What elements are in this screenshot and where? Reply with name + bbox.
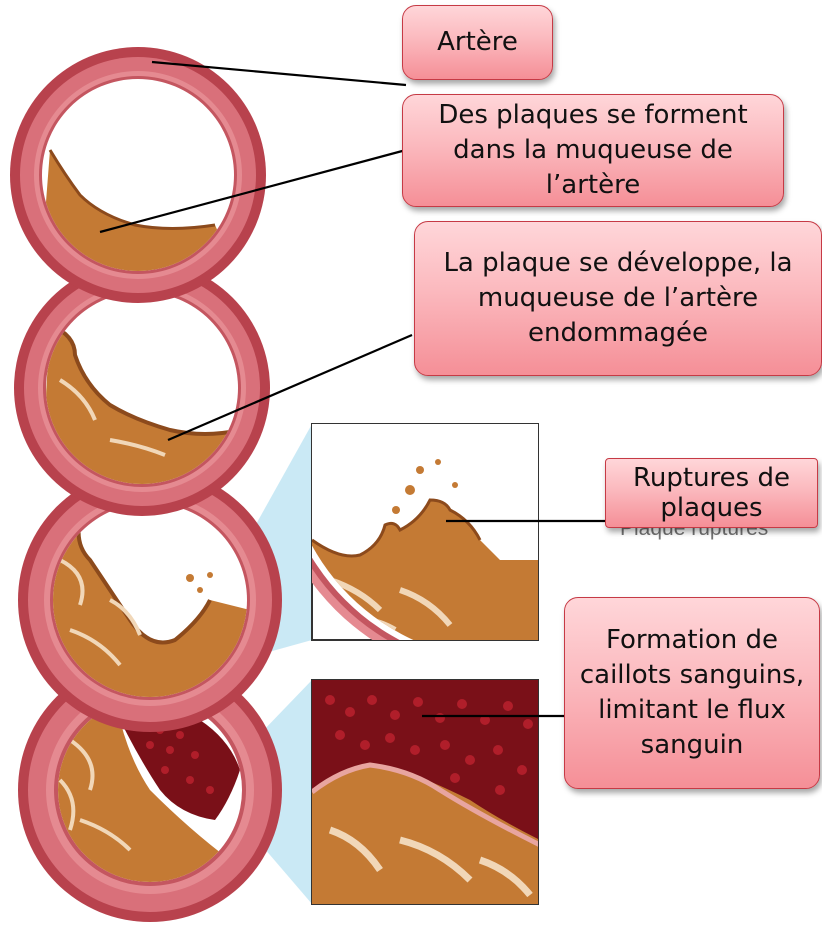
zoom-box-clot-formation <box>312 680 540 904</box>
callout-plaque-forms: Des plaques se forment dans la muqueuse … <box>402 94 784 207</box>
callout-plaque-rupture: Ruptures de plaques <box>605 458 818 528</box>
callout-clot-formation: Formation de caillots sanguins, limitant… <box>564 597 820 789</box>
artery-ring-1 <box>10 47 266 303</box>
callout-plaque-grows: La plaque se développe, la muqueuse de l… <box>414 221 822 376</box>
callout-artery: Artère <box>402 5 553 80</box>
